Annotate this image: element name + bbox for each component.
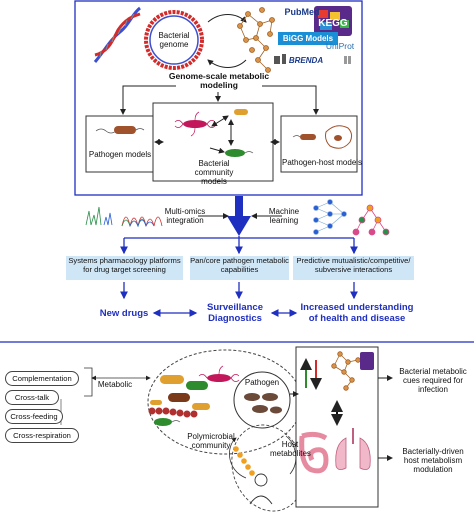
ml-label: Machine learning: [268, 207, 300, 225]
cycle-arrow-top: [207, 14, 247, 23]
community-models-label: Bacterial community models: [194, 159, 234, 186]
gsm-title: Genome-scale metabolic modeling: [168, 71, 270, 90]
modulation-label: Bacterially-driven host metabolism modul…: [402, 447, 464, 474]
outcome-new-drugs: New drugs: [99, 308, 149, 319]
chromatogram-icon: [85, 206, 163, 228]
host-interaction-box: [295, 346, 379, 508]
flask-icon: [344, 56, 351, 64]
metabolic-network-icon: [237, 7, 275, 73]
brenda-logo: BRENDA: [288, 56, 324, 65]
community-label: Polymicrobial community: [187, 432, 235, 450]
host-models-label: Pathogen-host models: [282, 158, 363, 167]
outcome-surveillance: Surveillance Diagnostics: [207, 302, 263, 324]
host-cell-icon: [292, 125, 353, 149]
gsm-frame: [74, 0, 363, 196]
lungs-icon: [335, 428, 371, 470]
pill-complementation: Complementation: [5, 371, 79, 386]
pathogen-models-label: Pathogen models: [88, 150, 152, 159]
neural-network-icon: [313, 199, 347, 235]
arrow-to-host: [262, 85, 319, 115]
intestine-icon: [299, 431, 329, 474]
pill-cross-respiration: Cross-respiration: [5, 428, 79, 443]
pathogen-circle: [233, 371, 291, 429]
polymicrobial-bacteria-icon: [148, 365, 240, 426]
human-icon: [249, 473, 273, 505]
svg-text:KEGG: KEGG: [318, 18, 348, 29]
pathogen-models-box: [85, 115, 155, 173]
host-metabolites-icon: [233, 446, 255, 476]
pill-cross-talk: Cross-talk: [5, 390, 59, 405]
community-bacteria-icon: [174, 109, 254, 157]
application-interactions: Predictive mutualistic/competitive/ subv…: [293, 256, 414, 280]
bigg-models-logo: BiGG Models: [278, 32, 338, 45]
arrow-to-pathogen: [120, 85, 176, 115]
uniprot-logo: UniProt: [325, 41, 355, 51]
pathogen-label: Pathogen: [244, 378, 280, 387]
omics-label: Multi-omics integration: [164, 207, 206, 225]
genome-label: Bacterial genome: [158, 31, 190, 49]
kegg-logo: KEGG: [314, 6, 352, 36]
metabolic-label: Metabolic: [97, 380, 133, 389]
cues-label: Bacterial metabolic cues required for in…: [399, 367, 467, 394]
application-drug-screening: Systems pharmacology platforms for drug …: [66, 256, 183, 280]
decision-tree-icon: [352, 204, 390, 236]
kegg-mini-logo: [360, 352, 374, 370]
pathogen-cells-icon: [244, 393, 282, 414]
application-pan-core: Pan/core pathogen metabolic capabilities: [190, 256, 289, 280]
outcome-understanding: Increased understanding of health and di…: [300, 302, 414, 324]
pathway-network-icon: [331, 351, 361, 391]
pill-cross-feeding: Cross-feeding: [5, 409, 63, 424]
bacterium-icon: [95, 126, 145, 134]
central-flow-arrow: [235, 196, 243, 218]
pubmed-logo: PubMed: [284, 7, 320, 17]
host-metabolites-label: Host metabolites: [270, 440, 311, 458]
dna-helix-icon: [93, 6, 141, 63]
cycle-arrow-bottom: [207, 59, 247, 68]
host-models-box: [280, 115, 358, 173]
brenda-icon: [274, 54, 286, 64]
genome-circle-icon: [144, 10, 204, 70]
